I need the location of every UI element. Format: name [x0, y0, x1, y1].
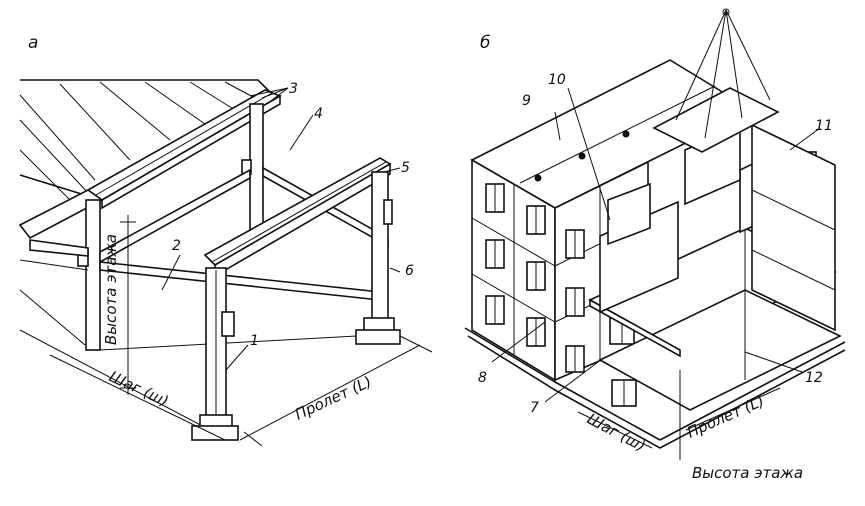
callout-6: 6 — [405, 263, 414, 279]
dim-label-height-b: Высота этажа — [692, 464, 803, 482]
roof-beam-back — [18, 89, 282, 240]
dim-label-step-a: Шаг (ш) — [106, 367, 171, 410]
callout-4: 4 — [314, 106, 323, 122]
dim-label-height-a: Высота этажа — [102, 234, 120, 345]
callout-7: 7 — [530, 400, 539, 416]
floor-slabs — [588, 227, 842, 411]
column-front-left — [191, 267, 239, 441]
callout-8: 8 — [478, 370, 487, 386]
callout-9: 9 — [522, 93, 531, 109]
foundation-base — [464, 327, 846, 449]
facade-right — [751, 123, 836, 332]
column-front-right — [355, 171, 401, 345]
dimension-lines-b — [577, 370, 781, 460]
callout-10: 10 — [548, 72, 566, 88]
dimension-lines-a — [49, 215, 433, 447]
building-drawing-b: б — [464, 8, 846, 482]
panel-label-b: б — [480, 33, 490, 53]
callout-5: 5 — [401, 160, 410, 176]
leaders-b — [491, 87, 821, 403]
floor-lines — [19, 289, 376, 431]
callout-2: 2 — [172, 238, 181, 254]
callout-11: 11 — [815, 118, 833, 134]
callout-3: 3 — [289, 81, 298, 97]
dim-label-span-a: Пролет (L) — [292, 372, 374, 423]
roof-beam-front — [203, 157, 392, 278]
lifted-panel — [652, 8, 780, 153]
frame-drawing-a: а — [18, 33, 433, 447]
roof-panels — [19, 79, 271, 211]
callout-1: 1 — [250, 333, 259, 349]
leaders-a — [161, 87, 401, 371]
panel-label-a: а — [28, 33, 38, 53]
callout-12: 12 — [805, 370, 823, 386]
